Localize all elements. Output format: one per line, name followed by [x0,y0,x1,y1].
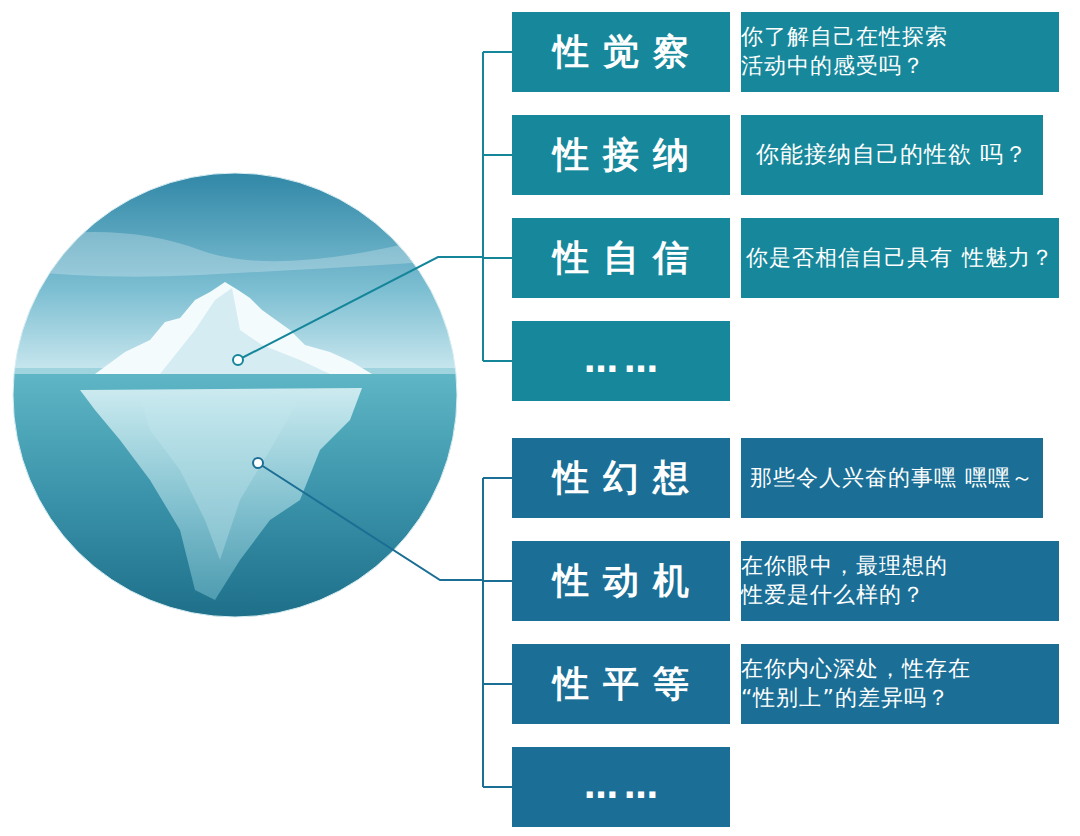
question-box: 在你内心深处，性存在 “性别上”的差异吗？ [741,644,1059,724]
more-box: …… [512,321,730,401]
question-text: 在你内心深处，性存在 “性别上”的差异吗？ [741,655,1059,712]
upper-bracket [238,52,512,361]
anchor-dot [253,458,263,468]
anchor-dot [233,355,243,365]
topic-box: 性觉察 [512,12,730,92]
question-box: 那些令人兴奋的事嘿 嘿嘿～ [741,438,1043,518]
topic-text: 性幻想 [539,458,703,498]
topic-box: 性幻想 [512,438,730,518]
question-box: 你能接纳自己的性欲 吗？ [741,115,1043,195]
question-text: 那些令人兴奋的事嘿 嘿嘿～ [750,464,1034,493]
topic-text: …… [578,342,664,379]
topic-text: 性接纳 [539,135,703,175]
iceberg-picture [0,170,460,622]
topic-box: 性平等 [512,644,730,724]
question-text: 你是否相信自己具有 性魅力？ [746,244,1053,273]
topic-box: 性接纳 [512,115,730,195]
topic-text: 性平等 [539,664,703,704]
lower-bracket [258,463,512,787]
topic-text: 性动机 [539,561,703,601]
topic-box: 性动机 [512,541,730,621]
question-text: 你了解自己在性探索 活动中的感受吗？ [741,23,1059,80]
topic-text: …… [578,768,664,805]
question-box: 你是否相信自己具有 性魅力？ [741,218,1059,298]
topic-text: 性自信 [539,238,703,278]
topic-text: 性觉察 [539,32,703,72]
topic-box: 性自信 [512,218,730,298]
question-box: 你了解自己在性探索 活动中的感受吗？ [741,12,1059,92]
more-box: …… [512,747,730,827]
question-box: 在你眼中，最理想的 性爱是什么样的？ [741,541,1059,621]
question-text: 在你眼中，最理想的 性爱是什么样的？ [741,552,1059,609]
question-text: 你能接纳自己的性欲 吗？ [756,140,1028,169]
